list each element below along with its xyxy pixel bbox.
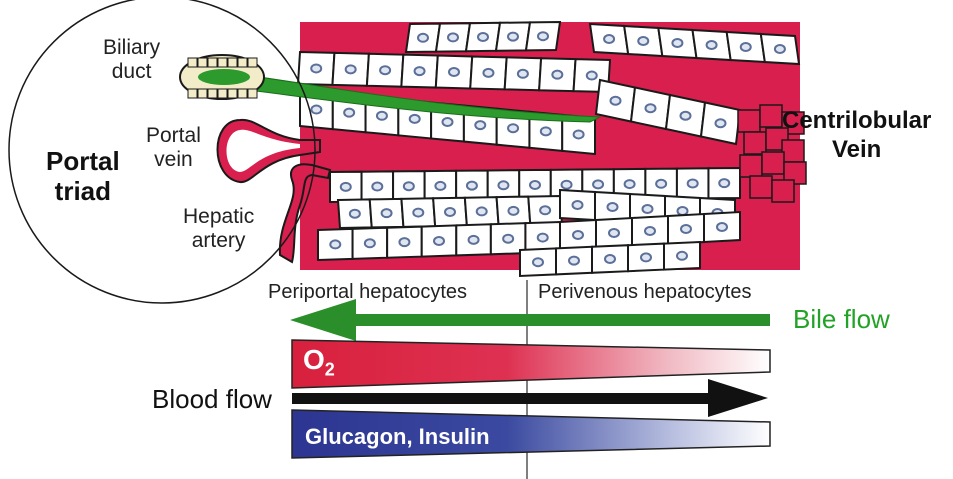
nucleus (646, 104, 656, 112)
nucleus (741, 43, 751, 51)
nucleus (418, 34, 428, 42)
nucleus (641, 253, 651, 261)
nucleus (609, 229, 619, 237)
nucleus (498, 181, 508, 189)
vein-cell (772, 180, 794, 202)
hormone-label: Glucagon, Insulin (305, 424, 490, 450)
nucleus (716, 119, 726, 127)
nucleus (443, 118, 453, 126)
nucleus (707, 41, 717, 49)
nucleus (611, 97, 621, 105)
nucleus (605, 255, 615, 263)
perivenous-label: Perivenous hepatocytes (538, 281, 751, 304)
nucleus (677, 252, 687, 260)
nucleus (574, 130, 584, 138)
oxygen-label: O2 (303, 344, 335, 381)
vein-cell (744, 132, 766, 154)
nucleus (569, 257, 579, 265)
nucleus (530, 181, 540, 189)
nucleus (672, 39, 682, 47)
nucleus (380, 66, 390, 74)
nucleus (775, 45, 785, 53)
nucleus (344, 109, 354, 117)
nucleus (341, 183, 351, 191)
nucleus (508, 124, 518, 132)
nucleus (540, 206, 550, 214)
nucleus (604, 35, 614, 43)
nucleus (538, 234, 548, 242)
nucleus (350, 210, 360, 218)
nucleus (330, 240, 340, 248)
nucleus (448, 33, 458, 41)
nucleus (573, 231, 583, 239)
nucleus (467, 182, 477, 190)
nucleus (475, 121, 485, 129)
nucleus (311, 64, 321, 72)
vein-cell (740, 155, 762, 177)
nucleus (625, 180, 635, 188)
nucleus (445, 208, 455, 216)
hepatocyte-row (298, 52, 610, 92)
nucleus (678, 207, 688, 215)
nucleus (538, 32, 548, 40)
nucleus (413, 209, 423, 217)
nucleus (311, 106, 321, 114)
vein-cell (762, 152, 784, 174)
nucleus (638, 37, 648, 45)
nucleus (587, 72, 597, 80)
bile-flow-label: Bile flow (793, 304, 890, 335)
vein-cell (750, 176, 772, 198)
nucleus (399, 238, 409, 246)
nucleus (503, 235, 513, 243)
nucleus (346, 65, 356, 73)
nucleus (533, 258, 543, 266)
nucleus (518, 70, 528, 78)
nucleus (656, 180, 666, 188)
nucleus (552, 71, 562, 79)
nucleus (573, 201, 583, 209)
nucleus (483, 69, 493, 77)
blood-flow-label: Blood flow (152, 384, 272, 415)
nucleus (645, 227, 655, 235)
vein-cell (760, 105, 782, 127)
nucleus (508, 33, 518, 41)
nucleus (719, 179, 729, 187)
nucleus (469, 236, 479, 244)
nucleus (377, 112, 387, 120)
nucleus (593, 180, 603, 188)
periportal-label: Periportal hepatocytes (268, 281, 467, 304)
nucleus (688, 179, 698, 187)
oxygen-gradient-bar (292, 340, 770, 388)
nucleus (562, 181, 572, 189)
nucleus (541, 127, 551, 135)
nucleus (435, 182, 445, 190)
vein-cell (738, 110, 760, 132)
nucleus (608, 203, 618, 211)
nucleus (415, 67, 425, 75)
bile-flow-arrow (290, 299, 770, 341)
nucleus (449, 68, 459, 76)
nucleus (477, 207, 487, 215)
nucleus (643, 205, 653, 213)
hepatocyte-row (406, 22, 560, 52)
nucleus (681, 225, 691, 233)
nucleus (372, 183, 382, 191)
nucleus (404, 182, 414, 190)
nucleus (382, 209, 392, 217)
nucleus (434, 237, 444, 245)
nucleus (365, 239, 375, 247)
nucleus (478, 33, 488, 41)
nucleus (508, 207, 518, 215)
nucleus (717, 223, 727, 231)
nucleus (410, 115, 420, 123)
nucleus (681, 112, 691, 120)
centrilobular-vein-label: CentrilobularVein (782, 106, 931, 164)
